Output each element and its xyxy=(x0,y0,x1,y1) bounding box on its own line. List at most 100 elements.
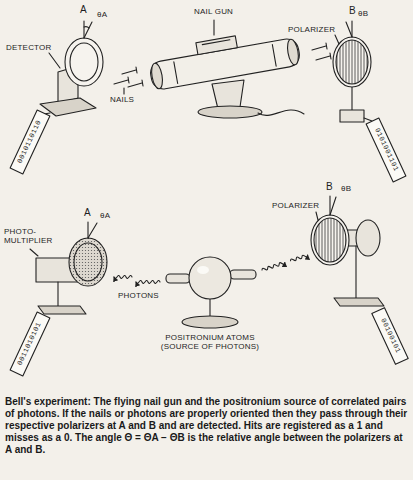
nail-gun xyxy=(202,40,230,45)
part-label: POLARIZER xyxy=(288,26,335,35)
photomultiplier xyxy=(38,306,86,314)
nail-gun xyxy=(272,44,276,66)
polarizer xyxy=(314,218,346,262)
polarizer xyxy=(334,298,384,306)
nail xyxy=(312,46,326,50)
polarizer xyxy=(333,21,371,122)
nail xyxy=(316,56,330,60)
photon-wave xyxy=(114,276,132,279)
nail-gun xyxy=(147,25,304,118)
angle-label: θA xyxy=(97,11,107,20)
nail xyxy=(136,67,137,73)
polarizer xyxy=(340,110,364,122)
paper-tape xyxy=(364,118,372,121)
part-label: PHOTO-MULTIPLIER xyxy=(4,228,60,246)
polarizer xyxy=(351,87,352,110)
leader-line xyxy=(123,88,124,94)
polarizer xyxy=(311,196,384,306)
photomultiplier xyxy=(57,282,58,306)
part-label: POLARIZER xyxy=(272,202,319,211)
positronium-source xyxy=(189,257,231,299)
photon-wave xyxy=(262,261,286,271)
polarizer xyxy=(346,22,352,37)
nail-gun xyxy=(147,25,302,90)
part-label: POSITRONIUM ATOMS (SOURCE OF PHOTONS) xyxy=(160,334,260,352)
nail-gun xyxy=(174,62,178,84)
angle-label: θA xyxy=(100,212,110,221)
nail xyxy=(122,70,136,74)
point-label: A xyxy=(84,207,91,218)
paper-tape xyxy=(10,312,50,376)
paper-tape xyxy=(372,308,408,365)
nail-gun xyxy=(198,106,262,118)
leader-line xyxy=(123,88,124,94)
paper-tape xyxy=(372,308,408,365)
leader-line xyxy=(213,20,214,35)
polarizer xyxy=(355,246,356,298)
nail-gun xyxy=(258,110,304,115)
polarizer xyxy=(336,40,368,84)
nail xyxy=(142,80,143,86)
detector xyxy=(70,43,98,81)
paper-tape xyxy=(10,312,50,376)
photon-wave xyxy=(262,254,309,272)
polarizer xyxy=(330,197,336,215)
leader-line xyxy=(30,249,38,256)
paper-tape xyxy=(10,110,50,174)
point-label: B xyxy=(349,5,356,16)
detector xyxy=(40,21,103,116)
paper-tape xyxy=(372,308,408,365)
paper-tape xyxy=(364,118,406,182)
leader-line xyxy=(316,212,318,220)
positronium-source xyxy=(182,316,238,328)
nail xyxy=(128,77,129,83)
part-label: DETECTOR xyxy=(6,44,51,53)
leader-line xyxy=(49,53,60,68)
paper-tape xyxy=(10,110,50,174)
paper-tape xyxy=(10,312,50,376)
polarizer xyxy=(356,220,380,256)
photomultiplier xyxy=(69,238,107,286)
nail-gun xyxy=(196,36,237,55)
nail xyxy=(128,83,142,87)
nail xyxy=(114,80,128,84)
photomultiplier xyxy=(88,223,97,238)
leader-line xyxy=(316,212,318,220)
leader-line xyxy=(213,20,214,35)
detector xyxy=(84,27,89,28)
point-label: B xyxy=(326,181,333,192)
nail-gun xyxy=(212,80,244,109)
positronium-source xyxy=(166,257,256,328)
paper-tape xyxy=(366,118,406,182)
nail-gun xyxy=(150,62,164,89)
detector xyxy=(83,21,84,38)
photon-wave xyxy=(136,281,160,284)
detector xyxy=(40,98,96,116)
photomultiplier xyxy=(87,222,88,238)
leader-line xyxy=(335,35,339,44)
photomultiplier xyxy=(74,243,102,281)
angle-label: θB xyxy=(358,10,368,19)
leader-line xyxy=(335,35,339,44)
part-label: PHOTONS xyxy=(118,292,159,301)
angle-label: θB xyxy=(341,185,351,194)
polarizer xyxy=(333,37,371,87)
point-label: A xyxy=(80,4,87,15)
polarizer xyxy=(311,215,349,265)
positronium-source xyxy=(166,274,190,283)
leader-line xyxy=(30,249,38,256)
positronium-source xyxy=(209,299,210,317)
nail-gun xyxy=(286,38,300,65)
paper-tape xyxy=(10,110,50,174)
detector xyxy=(84,22,92,38)
part-label: NAILS xyxy=(110,96,134,105)
nail xyxy=(330,53,331,59)
part-label: NAIL GUN xyxy=(194,8,233,17)
illustration xyxy=(10,20,408,376)
photon-wave xyxy=(290,254,308,262)
figure-caption: Bell's experiment: The flying nail gun a… xyxy=(5,396,408,456)
positronium-source xyxy=(197,266,209,274)
paper-tape xyxy=(366,118,406,182)
nail xyxy=(114,43,331,87)
nail xyxy=(326,43,327,49)
